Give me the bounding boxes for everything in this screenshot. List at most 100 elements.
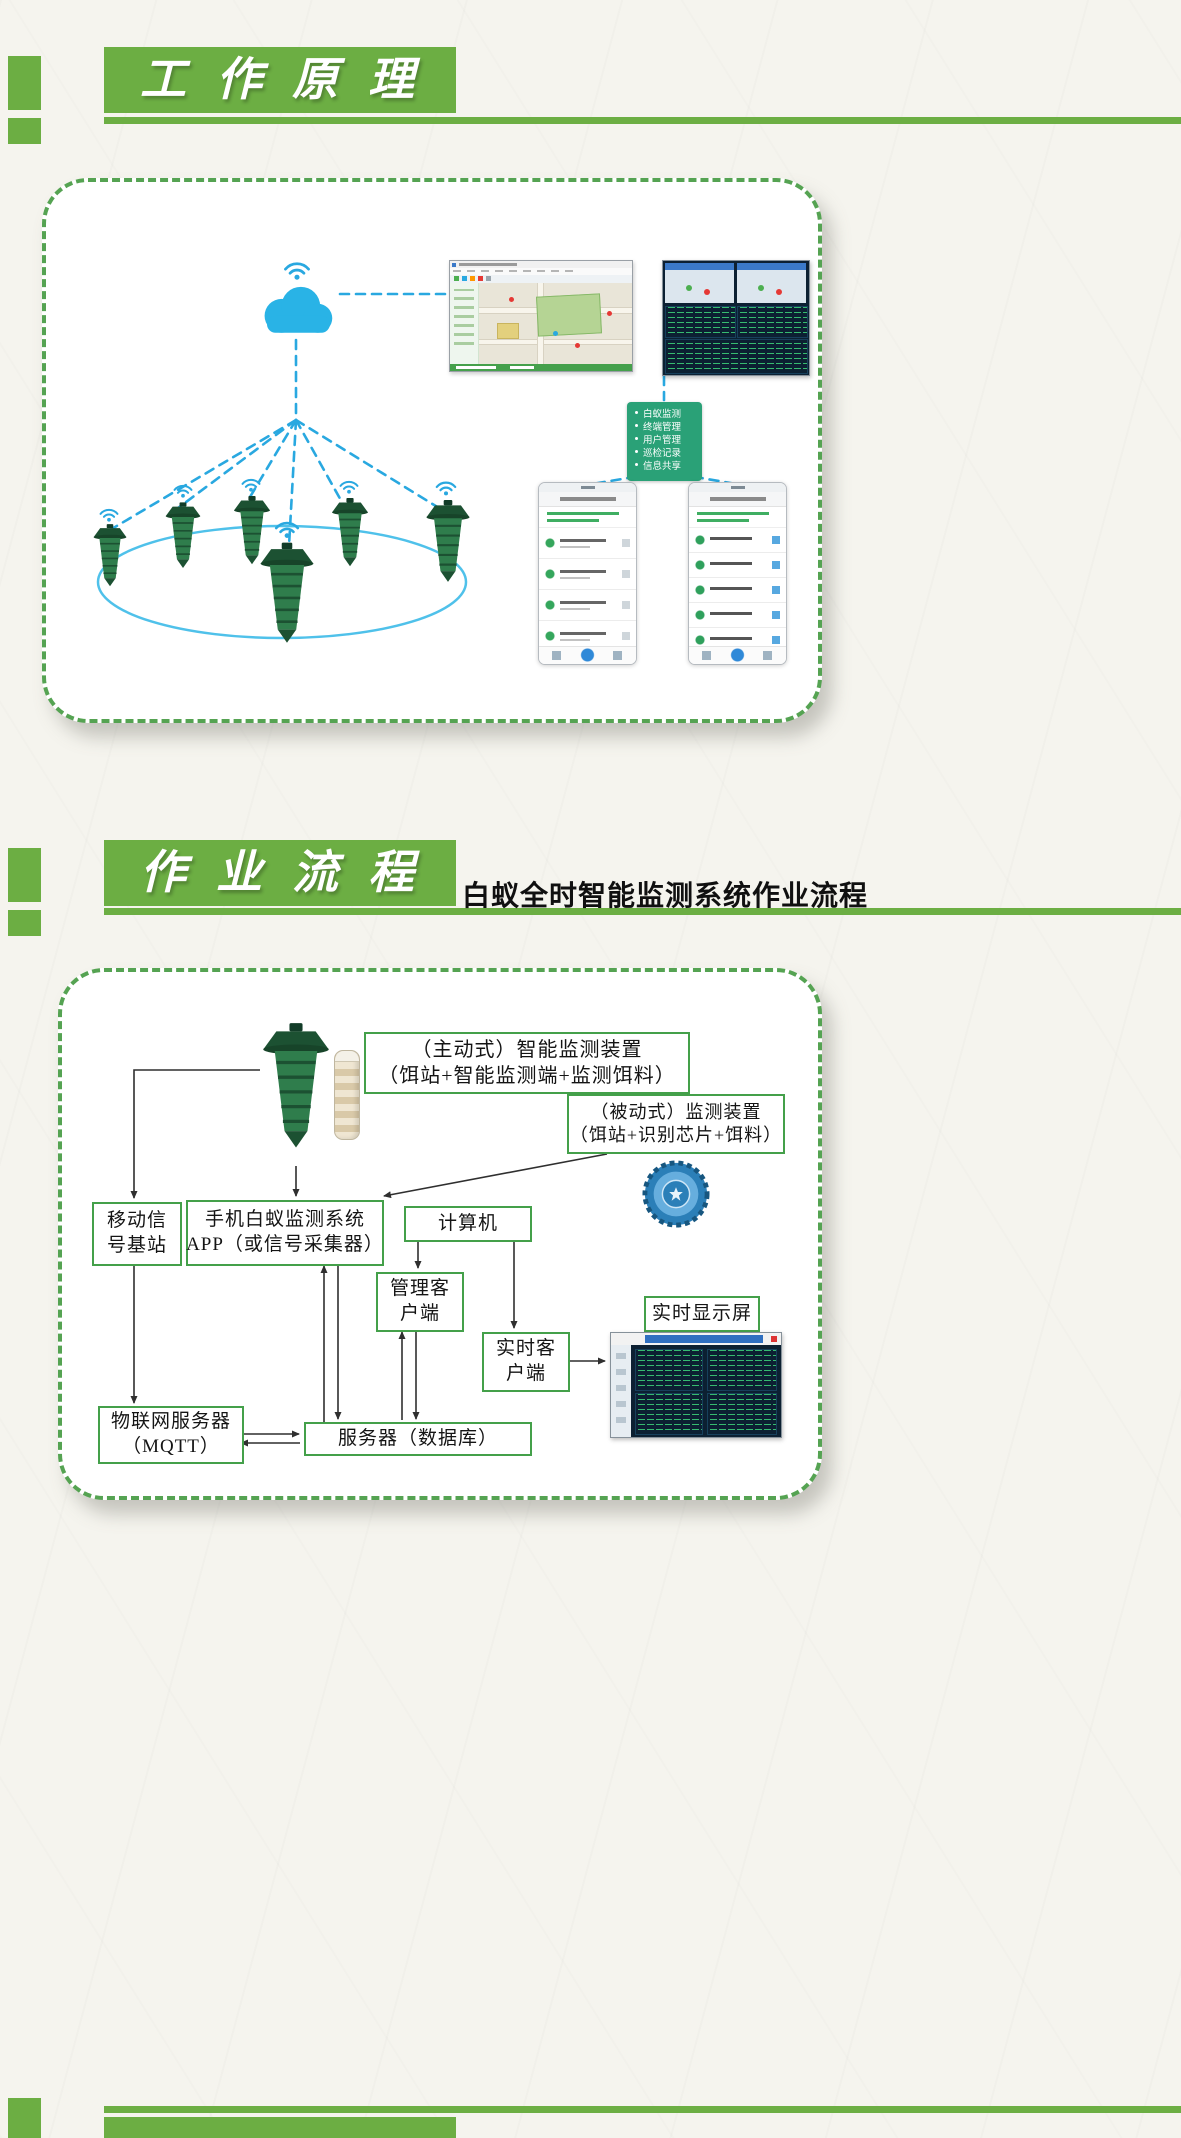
label-line: APP（或信号采集器） bbox=[186, 1234, 384, 1255]
map-marker bbox=[575, 343, 580, 348]
label-line: （被动式）监测装置 bbox=[590, 1101, 762, 1122]
wifi-icon bbox=[435, 481, 457, 496]
label-line: 户端 bbox=[505, 1363, 546, 1384]
window-chrome bbox=[450, 261, 632, 283]
bullet-icon bbox=[635, 463, 638, 466]
footer-left-block bbox=[8, 2098, 41, 2138]
highlighted-parcel bbox=[535, 293, 603, 337]
map-marker bbox=[607, 311, 612, 316]
cloud-wifi-icon bbox=[284, 262, 310, 280]
cloud-icon bbox=[264, 286, 333, 333]
workflow-panel: （主动式）智能监测装置 （饵站+智能监测端+监测饵料） （被动式）监测装置 （饵… bbox=[58, 968, 822, 1500]
feature-menu-label: 终端管理 bbox=[643, 421, 682, 433]
phone-status-bar bbox=[689, 483, 786, 492]
phone-title-bar bbox=[689, 492, 786, 507]
section2-title: 作业流程 bbox=[140, 847, 444, 898]
feature-menu-label: 白蚁监测 bbox=[643, 408, 682, 420]
header2-left-block-bottom bbox=[8, 910, 41, 936]
status-bar bbox=[450, 364, 632, 371]
label-line: 实时客 bbox=[495, 1338, 556, 1360]
list-item bbox=[689, 578, 786, 603]
realtime-client-box: 实时客 户端 bbox=[482, 1332, 570, 1392]
bullet-icon bbox=[635, 424, 638, 427]
data-grid bbox=[707, 1349, 777, 1391]
footer-title-band bbox=[104, 2117, 456, 2138]
label-line: 实时显示屏 bbox=[651, 1302, 752, 1324]
header1-underline bbox=[104, 117, 1181, 124]
data-grid bbox=[635, 1393, 703, 1435]
section1-title-band: 工作原理 bbox=[104, 47, 456, 113]
feature-menu-label: 巡检记录 bbox=[643, 447, 682, 459]
label-line: 服务器（数据库） bbox=[337, 1427, 498, 1449]
bullet-icon bbox=[635, 411, 638, 414]
data-grid bbox=[665, 339, 808, 374]
list-item bbox=[539, 559, 636, 590]
bullet-icon bbox=[635, 450, 638, 453]
display-label-box: 实时显示屏 bbox=[644, 1296, 760, 1332]
monitor-software-screenshot bbox=[449, 260, 633, 372]
section1-title: 工作原理 bbox=[140, 54, 444, 105]
feature-menu-item: 用户管理 bbox=[627, 432, 702, 446]
section2-subtitle: 白蚁全时智能监测系统作业流程 bbox=[462, 881, 869, 912]
phone-screenshot-2 bbox=[688, 482, 787, 665]
phone-notice-banner bbox=[539, 507, 636, 528]
termite-device bbox=[233, 496, 271, 566]
header2-underline bbox=[104, 908, 1181, 915]
label-line: 物联网服务器 bbox=[110, 1411, 231, 1433]
database-server-box: 服务器（数据库） bbox=[304, 1422, 532, 1456]
label-line: 计算机 bbox=[437, 1212, 498, 1234]
road bbox=[479, 339, 632, 345]
iot-server-box: 物联网服务器 （MQTT） bbox=[98, 1406, 244, 1464]
list-item bbox=[539, 590, 636, 621]
management-client-box: 管理客 户端 bbox=[376, 1272, 464, 1332]
wifi-icon bbox=[339, 480, 359, 494]
header1-left-block-top bbox=[8, 56, 41, 110]
footer-underline bbox=[104, 2106, 1181, 2113]
realtime-display-screenshot bbox=[610, 1332, 782, 1438]
termite-device bbox=[164, 502, 202, 569]
feature-menu-item: 信息共享 bbox=[627, 458, 702, 472]
data-grid bbox=[707, 1393, 777, 1435]
feature-menu-label: 信息共享 bbox=[643, 460, 682, 472]
termite-device-large bbox=[259, 542, 315, 645]
data-grid bbox=[665, 306, 736, 338]
label-line: 管理客 bbox=[389, 1278, 450, 1300]
label-line: （饵站+智能监测端+监测饵料） bbox=[378, 1065, 676, 1087]
map-thumbnail bbox=[665, 263, 734, 303]
termite-device-photo bbox=[261, 1021, 331, 1150]
phone-screenshot-1 bbox=[538, 482, 637, 665]
passive-device-label: （被动式）监测装置 （饵站+识别芯片+饵料） bbox=[567, 1094, 785, 1154]
list-item bbox=[689, 603, 786, 628]
side-toolbar bbox=[611, 1345, 631, 1437]
device-ring bbox=[96, 524, 468, 640]
section2-title-band: 作业流程 bbox=[104, 840, 456, 906]
feature-menu-label: 用户管理 bbox=[643, 434, 682, 446]
map-thumbnail bbox=[737, 263, 806, 303]
data-grid bbox=[635, 1349, 703, 1391]
list-item bbox=[689, 553, 786, 578]
map-patch bbox=[497, 323, 519, 339]
workflow-diagram bbox=[130, 1021, 818, 1447]
list-item bbox=[539, 528, 636, 559]
header1-left-block-bottom bbox=[8, 118, 41, 144]
phone-status-bar bbox=[539, 483, 636, 492]
feature-menu-item: 巡检记录 bbox=[627, 445, 702, 459]
flow-arrows bbox=[130, 1069, 608, 1447]
label-line: 移动信 bbox=[106, 1210, 167, 1232]
termite-device bbox=[425, 500, 471, 583]
label-line: （主动式）智能监测装置 bbox=[411, 1039, 643, 1061]
list-item bbox=[689, 528, 786, 553]
phone-nav-bar bbox=[539, 646, 636, 664]
app-box: 手机白蚁监测系统 APP（或信号采集器） bbox=[186, 1200, 384, 1266]
passive-device-photo bbox=[645, 1163, 707, 1225]
map-marker bbox=[509, 297, 514, 302]
base-station-box: 移动信 号基站 bbox=[92, 1202, 182, 1266]
map-marker bbox=[553, 331, 558, 336]
data-panels-screenshot bbox=[662, 260, 810, 376]
active-device-label: （主动式）智能监测装置 （饵站+智能监测端+监测饵料） bbox=[364, 1032, 690, 1094]
data-grid bbox=[737, 306, 808, 338]
phone-notice-banner bbox=[689, 507, 786, 528]
label-line: （饵站+识别芯片+饵料） bbox=[569, 1125, 783, 1145]
principle-diagram bbox=[92, 262, 738, 645]
